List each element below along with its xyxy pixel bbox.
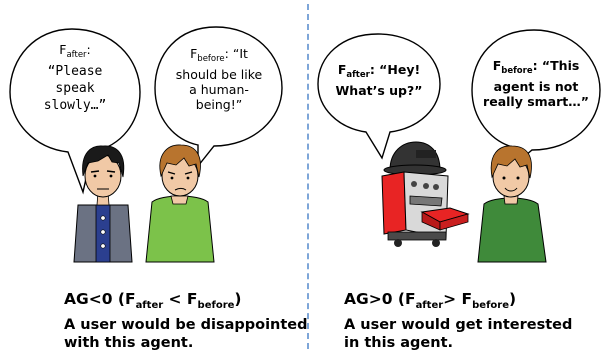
- right-panel: Fafter: “Hey! What’s up?” Fbefore: “This…: [308, 0, 616, 351]
- bubble-after-right-text: Fafter: “Hey! What’s up?”: [334, 62, 424, 98]
- left-panel: Fafter: “Please speak slowly…” Fbefore: …: [0, 0, 308, 351]
- disappointed-user-figure: [146, 145, 214, 262]
- left-caption-line3: with this agent.: [64, 334, 308, 352]
- left-caption-line2: A user would be disappointed: [64, 316, 308, 334]
- interested-user-figure: [478, 146, 546, 262]
- robot-agent-figure: [382, 142, 468, 247]
- right-caption-line2: A user would get interested: [344, 316, 572, 334]
- right-formula: AG>0 (Fafter> Fbefore): [344, 289, 572, 316]
- left-formula: AG<0 (Fafter < Fbefore): [64, 289, 308, 316]
- bubble-before-text: Fbefore: “It should be like a human- bei…: [163, 46, 275, 112]
- right-caption-line3: in this agent.: [344, 334, 572, 352]
- right-caption: AG>0 (Fafter> Fbefore) A user would get …: [344, 289, 572, 352]
- human-agent-figure: [74, 146, 132, 262]
- left-caption: AG<0 (Fafter < Fbefore) A user would be …: [64, 289, 308, 352]
- bubble-after-text: Fafter: “Please speak slowly…”: [26, 42, 124, 114]
- bubble-before-right-text: Fbefore: “This agent is not really smart…: [480, 58, 592, 109]
